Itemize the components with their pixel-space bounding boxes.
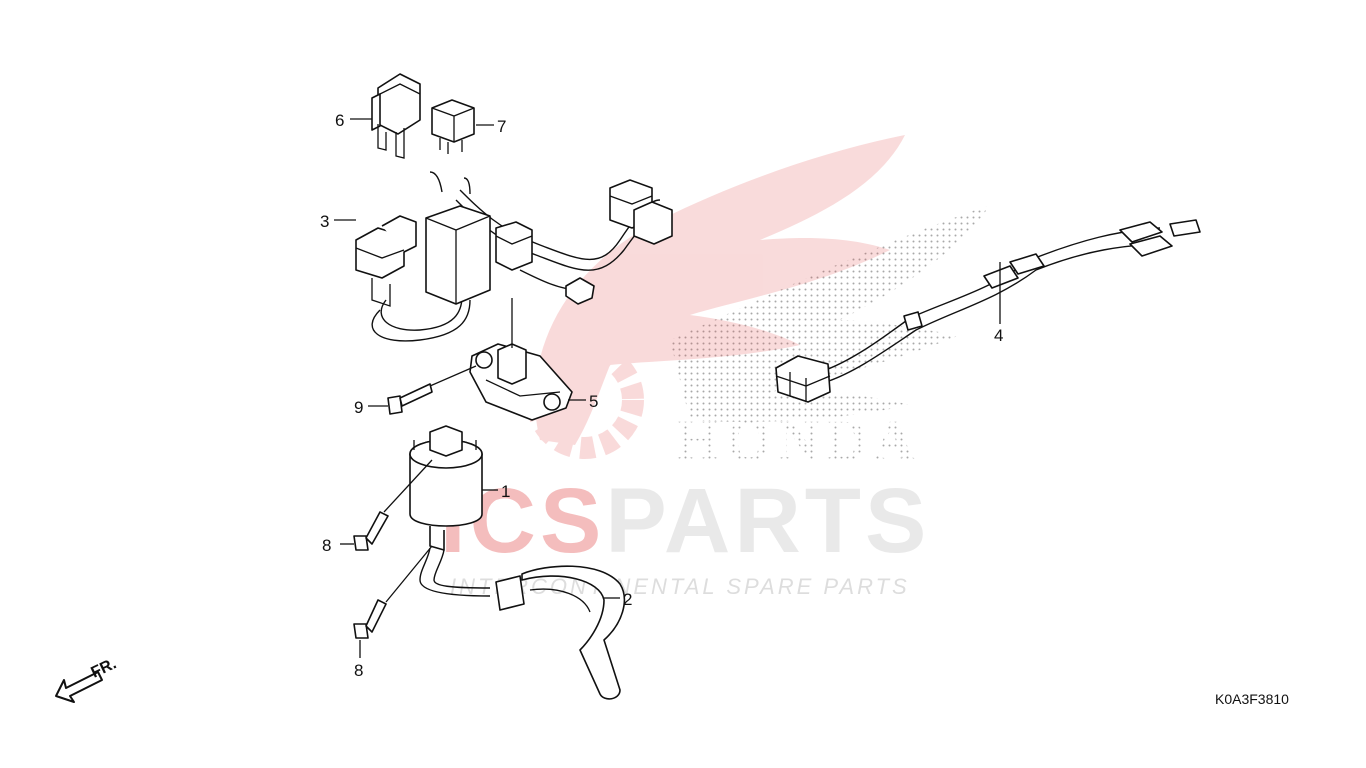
callout-8-upper[interactable]: 8 <box>322 536 331 555</box>
icsparts-watermark: ICSPARTS INTERCONTINENTAL SPARE PARTS <box>440 470 930 599</box>
callout-5[interactable]: 5 <box>589 392 598 411</box>
honda-watermark-text: HONDA <box>675 408 921 473</box>
bolt-9[interactable] <box>387 383 433 415</box>
callout-4[interactable]: 4 <box>994 326 1003 345</box>
red-wing-watermark <box>526 135 905 459</box>
part-7-relay[interactable] <box>431 99 475 154</box>
callout-3[interactable]: 3 <box>320 212 329 231</box>
part-2-plug-cap[interactable] <box>495 565 626 700</box>
leader-lines <box>334 118 1001 658</box>
diagram-code: K0A3F3810 <box>1215 691 1289 707</box>
callout-9[interactable]: 9 <box>354 398 363 417</box>
honda-wing-watermark: HONDA <box>670 205 990 473</box>
callout-7[interactable]: 7 <box>497 117 506 136</box>
icsparts-watermark-text: ICSPARTS <box>440 470 930 572</box>
callout-1[interactable]: 1 <box>501 482 510 501</box>
part-3-wire-harness[interactable] <box>355 171 673 342</box>
front-direction-indicator: FR. <box>55 655 120 703</box>
callout-6[interactable]: 6 <box>335 111 344 130</box>
front-label: FR. <box>89 655 120 681</box>
part-6-relay[interactable] <box>371 73 421 159</box>
bolt-8-upper[interactable] <box>353 511 389 551</box>
callout-2[interactable]: 2 <box>623 590 632 609</box>
front-arrow-icon <box>55 671 103 703</box>
part-4-sub-harness[interactable] <box>775 219 1201 403</box>
callout-8-lower[interactable]: 8 <box>354 661 363 680</box>
bolt-8-lower[interactable] <box>353 599 387 639</box>
part-1-ignition-coil[interactable] <box>409 425 491 597</box>
